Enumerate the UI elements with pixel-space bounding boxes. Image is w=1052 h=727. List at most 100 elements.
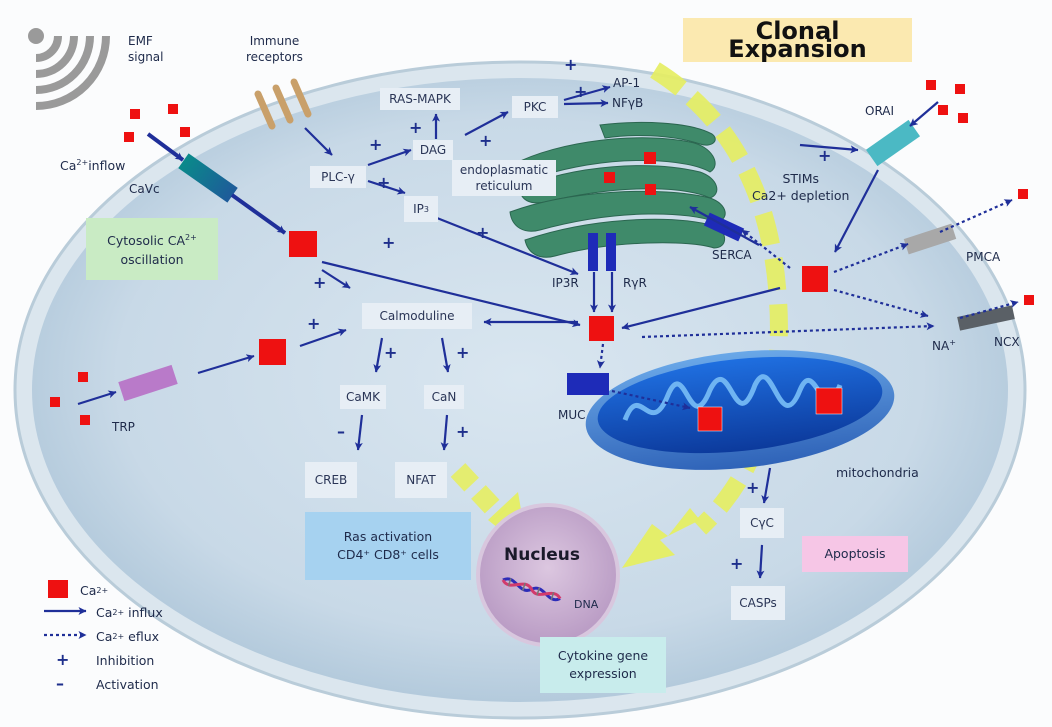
ras-activation-box: Ras activation CD4⁺ CD8⁺ cells [305,512,471,580]
plus-sign: + [369,135,383,154]
extracellular-ca [130,109,140,119]
muc-label: MUC [558,408,586,422]
pmca-channel [903,223,957,255]
extracellular-ca [180,127,190,137]
legend-inhibition: Inhibition [96,652,155,668]
ryr-label: RγR [623,276,647,290]
nfat-box: NFAT [395,462,447,498]
nucleus-label: Nucleus [504,545,580,565]
cytosolic-oscillation-box: Cytosolic CA2+ oscillation [86,218,218,280]
plus-sign: + [307,314,321,333]
orai-channel [865,119,921,167]
plc-box: PLC-γ [310,166,366,188]
casps-box: CASPs [731,586,785,620]
calcium-square-trp [259,339,286,365]
cyc-box: CγC [740,508,784,538]
mitochondria [585,350,895,470]
dna-label: DNA [574,598,599,611]
plus-sign: + [564,55,578,74]
er-calcium-3 [645,184,656,195]
ras-mapk-box: RAS-MAPK [380,88,460,110]
plus-sign: + [746,478,760,497]
mitochondria-label: mitochondria [836,465,919,480]
mito-calcium-2 [815,387,843,415]
plus-sign: + [574,82,588,101]
ap1-label: AP-1 [613,76,641,90]
plus-sign: + [456,422,470,441]
pmca-label: PMCA [966,250,1001,264]
er-calcium-1 [644,152,656,164]
minus-sign: – [337,422,345,441]
diagram-title: Clonal Expansion [683,18,912,62]
legend-ca-symbol [48,580,68,598]
calcium-square-right [802,266,828,292]
plus-sign: + [384,343,398,362]
emf-signal-icon [28,28,110,110]
legend-activation: Activation [96,676,159,692]
plus-sign: + [382,233,396,252]
plus-sign: + [818,146,832,165]
plus-sign: + [313,273,327,292]
extracellular-ca [926,80,936,90]
extracellular-ca [958,113,968,123]
can-box: CaN [424,385,464,409]
plus-sign: + [479,131,493,150]
pathway-arrowhead-right [622,508,700,568]
serca-label: SERCA [712,248,752,262]
legend-minus-sign: – [56,674,64,693]
ncx-label: NCX [994,335,1020,349]
ncx-channel [957,305,1015,331]
calcium-square-cavc [289,231,317,257]
ca-inflow-label: Ca2+inflow [60,158,126,174]
extracellular-ca [1018,189,1028,199]
nucleus [476,503,620,647]
nfat-pathway [450,463,508,522]
influx-arrows [77,85,939,579]
dag-box: DAG [413,140,453,160]
nfkb-label: NFγB [612,96,644,110]
orai-label: ORAI [865,104,895,118]
ryr-receptor [606,233,616,271]
plus-sign: + [456,343,470,362]
er-calcium-2 [604,172,615,183]
plus-sign: + [476,223,490,242]
calmoduline-box: Calmoduline [362,303,472,329]
plus-sign: + [730,554,744,573]
trp-label: TRP [112,420,135,434]
calcium-square-central [589,316,614,341]
extracellular-ca [124,132,134,142]
ip3r-label: IP3R [552,276,579,290]
efflux-arrows [596,198,1019,411]
muc-channel [567,373,609,395]
camk-box: CaMK [340,385,386,409]
extracellular-ca [50,397,60,407]
legend-plus-sign: + [56,650,70,669]
extracellular-ca [80,415,90,425]
trp-channel [118,364,178,402]
na-label: NA+ [932,338,956,353]
extracellular-ca [168,104,178,114]
dna-helix-icon [501,577,562,602]
creb-box: CREB [305,462,357,498]
extracellular-ca [938,105,948,115]
cavc-label: CaVc [129,182,160,196]
extracellular-ca [955,84,965,94]
plus-sign: + [377,173,391,192]
pkc-box: PKC [512,96,558,118]
extracellular-ca [1024,295,1034,305]
immune-receptors-icon [254,78,312,130]
plus-sign: + [409,118,423,137]
extracellular-ca [78,372,88,382]
ip3r-receptor [588,233,598,271]
apoptosis-box: Apoptosis [802,536,908,572]
mito-calcium-1 [697,406,723,432]
